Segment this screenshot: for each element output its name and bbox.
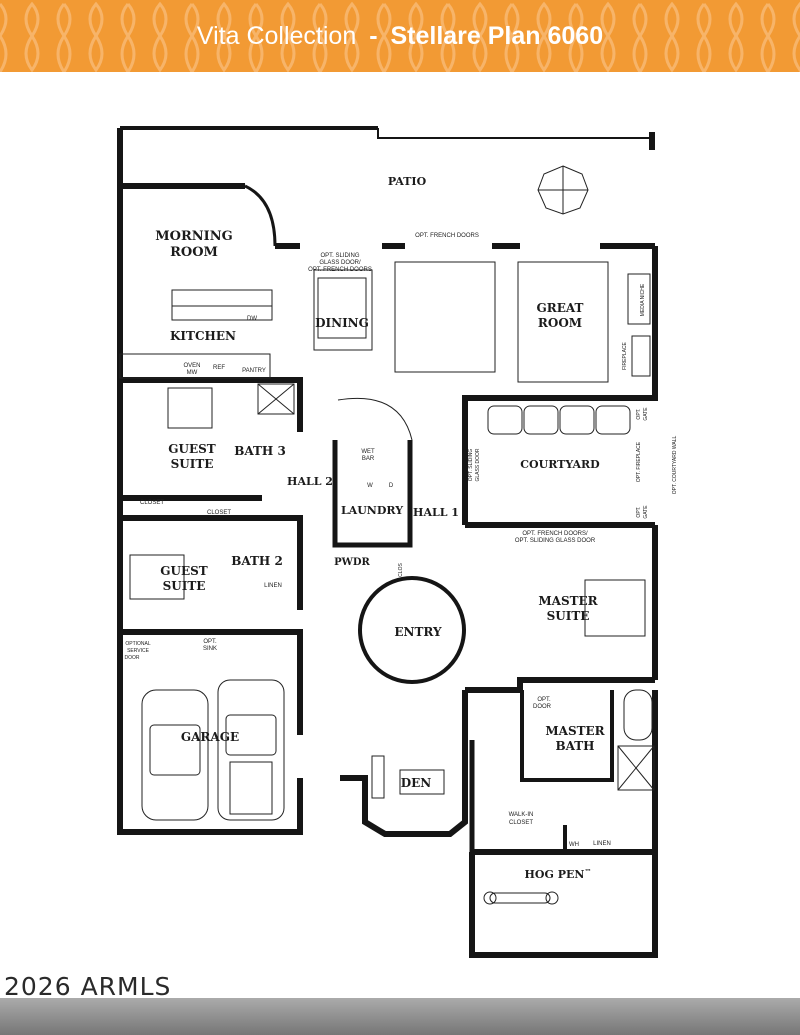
label-hall-2: HALL 2 — [287, 475, 333, 488]
note-wh: WH — [569, 842, 579, 848]
note-ref: REF — [213, 365, 225, 371]
label-guest-suite-a-2: SUITE — [171, 457, 214, 471]
dining-rug — [313, 269, 373, 351]
banner-title: Vita Collection - Stellare Plan 6060 — [0, 0, 800, 72]
label-master-suite-1: MASTER — [538, 594, 598, 608]
kitchen-island — [171, 289, 273, 307]
exterior-walls — [117, 126, 658, 958]
label-kitchen: KITCHEN — [170, 329, 236, 343]
note-wet-2: BAR — [362, 456, 375, 462]
den-desk — [399, 769, 445, 795]
note-wet-1: WET — [361, 449, 375, 455]
footer-bar — [0, 998, 800, 1035]
label-pwdr: PWDR — [334, 557, 370, 568]
kitchen-counter — [119, 353, 271, 379]
note-opt-gate-bottom-1: OPT. — [636, 506, 642, 517]
morning-room-bay — [244, 184, 277, 247]
title-separator: - — [369, 22, 378, 50]
guest-bed-a — [167, 387, 213, 429]
note-opt-courtyard-wall: OPT. COURTYARD WALL — [672, 436, 678, 495]
note-opt-french-sliding-1: OPT. FRENCH DOORS/ — [522, 531, 588, 537]
label-morning-room-1: MORNING — [155, 229, 232, 244]
note-opt-sliding-glass-door-1: OPT. SLIDING — [468, 449, 474, 482]
note-opt-sliding-3: OPT. FRENCH DOORS — [308, 267, 372, 273]
label-morning-room-2: ROOM — [170, 245, 218, 260]
note-oven-2: MW — [187, 370, 198, 376]
note-opt-gate-bottom-2: GATE — [643, 505, 649, 519]
note-opt-gate-top-1: OPT. — [636, 408, 642, 419]
label-great-room-1: GREAT — [537, 301, 584, 315]
label-hog-pen: HOG PEN™ — [525, 867, 592, 881]
note-dw: DW — [247, 316, 257, 322]
den-shelf — [371, 755, 385, 799]
note-opt-sliding-2: GLASS DOOR/ — [319, 260, 361, 266]
note-linen-2: LINEN — [593, 841, 611, 847]
label-hall-1: HALL 1 — [413, 506, 459, 519]
note-clos: CLOS — [398, 563, 404, 577]
master-bed — [584, 579, 646, 637]
note-oven-1: OVEN — [183, 363, 200, 369]
kitchen-sink-counter — [171, 305, 273, 321]
label-guest-suite-b-1: GUEST — [160, 564, 208, 578]
note-fireplace: FIREPLACE — [622, 341, 628, 369]
note-opt-fireplace: OPT. FIREPLACE — [636, 441, 642, 482]
title-banner: Vita Collection - Stellare Plan 6060 — [0, 0, 800, 72]
note-optional-service-3: DOOR — [125, 655, 140, 661]
master-tub — [623, 689, 653, 741]
dining-table — [317, 277, 367, 339]
label-dining: DINING — [315, 316, 369, 330]
label-master-suite-2: SUITE — [547, 609, 590, 623]
label-bath-3: BATH 3 — [234, 444, 286, 458]
note-linen-1: LINEN — [264, 583, 282, 589]
label-bath-2: BATH 2 — [231, 554, 283, 568]
entry-rotunda — [358, 576, 466, 684]
note-pantry: PANTRY — [242, 368, 266, 374]
note-opt-door-1: OPT. — [537, 697, 551, 703]
note-walk-in-1: WALK-IN — [509, 812, 534, 818]
note-dryer: D — [389, 483, 394, 489]
floor-plan: PATIO MORNING ROOM KITCHEN DINING GREAT … — [117, 126, 678, 958]
courtyard-chairs — [487, 405, 631, 435]
fireplace — [631, 335, 651, 377]
label-guest-suite-b-2: SUITE — [163, 579, 206, 593]
label-master-bath-2: BATH — [555, 739, 594, 753]
copyright-watermark: 2026 ARMLS — [4, 972, 172, 1001]
label-patio: PATIO — [388, 175, 427, 188]
note-opt-french-doors: OPT. FRENCH DOORS — [415, 233, 479, 239]
note-washer: W — [367, 483, 373, 489]
note-optional-service-1: OPTIONAL — [125, 641, 151, 647]
note-opt-sliding-glass-door-2: GLASS DOOR — [475, 448, 481, 481]
great-room-rug — [394, 261, 496, 373]
note-opt-french-sliding-2: OPT. SLIDING GLASS DOOR — [515, 538, 596, 544]
label-guest-suite-a-1: GUEST — [168, 442, 216, 456]
media-niche — [627, 273, 651, 325]
note-walk-in-2: CLOSET — [509, 820, 533, 826]
collection-name: Vita Collection — [196, 22, 357, 50]
note-closet-1: CLOSET — [140, 500, 164, 506]
note-media-niche: MEDIA NICHE — [640, 283, 646, 316]
label-den: DEN — [401, 776, 432, 790]
note-opt-sink-1: OPT. — [203, 639, 217, 645]
guest-bed-b — [129, 554, 185, 600]
label-laundry: LAUNDRY — [341, 504, 403, 517]
bath-3-shower — [257, 383, 295, 415]
wet-bar-counter — [337, 397, 413, 441]
label-garage: GARAGE — [181, 730, 239, 744]
master-shower — [617, 745, 655, 791]
great-room-sectional — [517, 261, 609, 383]
banner-pattern — [0, 0, 800, 72]
garage-cars — [141, 679, 285, 821]
note-opt-sink-2: SINK — [203, 646, 217, 652]
plan-name: Stellare Plan 6060 — [390, 22, 604, 50]
note-optional-service-2: SERVICE — [127, 648, 150, 654]
label-great-room-2: ROOM — [538, 316, 582, 330]
label-master-bath-1: MASTER — [545, 724, 605, 738]
motorcycle — [483, 891, 559, 905]
note-closet-2: CLOSET — [207, 510, 231, 516]
note-opt-door-2: DOOR — [533, 704, 552, 710]
note-opt-sliding-1: OPT. SLIDING — [320, 253, 359, 259]
label-courtyard: COURTYARD — [520, 458, 600, 471]
note-opt-gate-top-2: GATE — [643, 407, 649, 421]
label-entry: ENTRY — [394, 625, 442, 639]
